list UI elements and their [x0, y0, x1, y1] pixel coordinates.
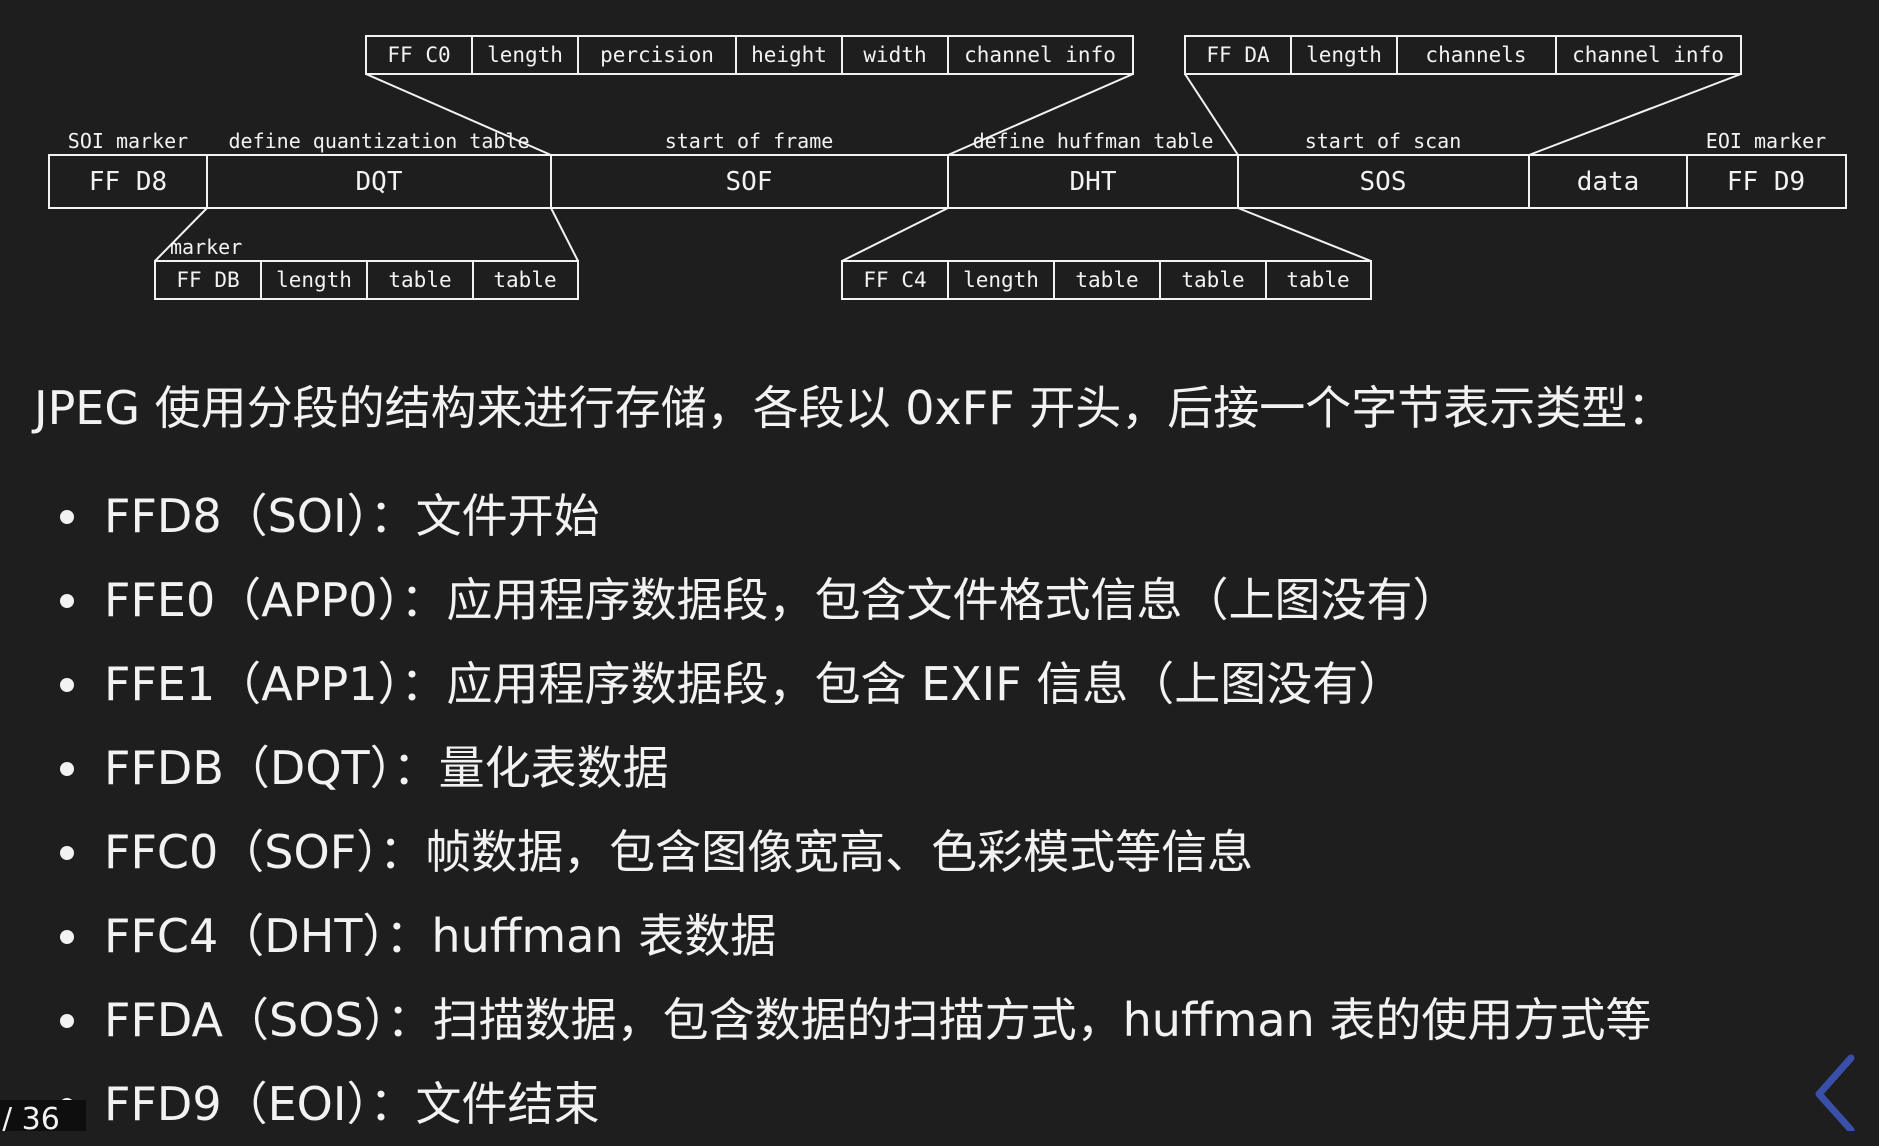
sof-field: percision: [600, 43, 714, 67]
bullet-icon: [60, 762, 74, 776]
bullet-icon: [60, 846, 74, 860]
list-item: FFDA（SOS）：扫描数据，包含数据的扫描方式，huffman 表的使用方式等: [0, 978, 1651, 1062]
segment-box-eoi: [1686, 154, 1847, 209]
intro-text: JPEG 使用分段的结构来进行存储，各段以 0xFF 开头，后接一个字节表示类型…: [34, 381, 1674, 435]
segment-dqt: DQT: [356, 167, 403, 197]
marker-text: FFE0（APP0）：应用程序数据段，包含文件格式信息（上图没有）: [104, 573, 1459, 627]
marker-text: FFD8（SOI）：文件开始: [104, 489, 600, 543]
marker-list: FFD8（SOI）：文件开始 FFE0（APP0）：应用程序数据段，包含文件格式…: [0, 474, 1651, 1146]
prev-slide-button[interactable]: [1789, 1050, 1859, 1134]
segment-dht: DHT: [1070, 167, 1117, 197]
dht-field-box: [1265, 260, 1372, 300]
page-counter: / 36: [0, 1100, 86, 1131]
sos-detail: FF DA length channels channel info: [1184, 35, 1742, 156]
sof-field: length: [487, 43, 563, 67]
marker-text: FFC4（DHT）：huffman 表数据: [104, 909, 777, 963]
dht-field: table: [1181, 268, 1244, 292]
sof-field: channel info: [964, 43, 1116, 67]
list-item: FFC4（DHT）：huffman 表数据: [0, 894, 1651, 978]
sof-field: width: [863, 43, 926, 67]
dht-field: FF C4: [863, 268, 926, 292]
list-item: FFE1（APP1）：应用程序数据段，包含 EXIF 信息（上图没有）: [0, 642, 1651, 726]
dqt-field-box: [472, 260, 579, 300]
segment-sos: SOS: [1360, 167, 1407, 197]
sos-field: channels: [1425, 43, 1526, 67]
list-item: FFDB（DQT）：量化表数据: [0, 726, 1651, 810]
sof-field: height: [751, 43, 827, 67]
chevron-left-icon: [1815, 1054, 1855, 1134]
list-item: FFC0（SOF）：帧数据，包含图像宽高、色彩模式等信息: [0, 810, 1651, 894]
segment-soi: FF D8: [89, 167, 167, 197]
caption-dht: define huffman table: [973, 129, 1214, 153]
sos-field: channel info: [1572, 43, 1724, 67]
segment-data: data: [1577, 167, 1640, 197]
marker-text: FFD9（EOI）：文件结束: [104, 1077, 600, 1131]
bullet-icon: [60, 510, 74, 524]
sof-connector: [947, 73, 1134, 156]
caption-soi: SOI marker: [68, 129, 188, 153]
sof-detail: FF C0 length percision height width chan…: [365, 35, 1134, 156]
marker-text: FFDA（SOS）：扫描数据，包含数据的扫描方式，huffman 表的使用方式等: [104, 993, 1652, 1047]
caption-sof: start of frame: [665, 129, 834, 153]
dqt-field: length: [276, 268, 352, 292]
bullet-icon: [60, 930, 74, 944]
dqt-field: table: [493, 268, 556, 292]
sof-connector: [365, 73, 552, 156]
dht-detail: FF C4 length table table table: [841, 207, 1372, 300]
sos-connector: [1184, 73, 1239, 156]
jpeg-structure-diagram: FF D8 DQT SOF DHT SOS data FF D9 SOI mar…: [48, 35, 1847, 300]
dqt-connector: [550, 207, 579, 262]
sof-field: FF C0: [387, 43, 450, 67]
dht-connector: [841, 207, 949, 262]
sos-field-box: [1555, 35, 1742, 75]
sof-field-box: [947, 35, 1134, 75]
dht-field: table: [1075, 268, 1138, 292]
marker-text: FFC0（SOF）：帧数据，包含图像宽高、色彩模式等信息: [104, 825, 1254, 879]
marker-text: FFDB（DQT）：量化表数据: [104, 741, 669, 795]
sos-field: FF DA: [1206, 43, 1270, 67]
segment-eoi: FF D9: [1727, 167, 1805, 197]
list-item: FFD9（EOI）：文件结束: [0, 1062, 1651, 1146]
bullet-icon: [60, 1014, 74, 1028]
dht-field: length: [963, 268, 1039, 292]
caption-eoi: EOI marker: [1706, 129, 1826, 153]
sos-connector: [1528, 73, 1742, 156]
marker-text: FFE1（APP1）：应用程序数据段，包含 EXIF 信息（上图没有）: [104, 657, 1405, 711]
dqt-detail: FF DB length table table marker: [154, 207, 579, 300]
sos-field: length: [1306, 43, 1382, 67]
caption-sos: start of scan: [1305, 129, 1462, 153]
segment-row: FF D8 DQT SOF DHT SOS data FF D9 SOI mar…: [48, 129, 1847, 209]
list-item: FFE0（APP0）：应用程序数据段，包含文件格式信息（上图没有）: [0, 558, 1651, 642]
dht-field: table: [1286, 268, 1349, 292]
dht-connector: [1237, 207, 1372, 262]
segment-sof: SOF: [726, 167, 773, 197]
bullet-icon: [60, 594, 74, 608]
dqt-field: FF DB: [176, 268, 239, 292]
caption-dqt: define quantization table: [228, 129, 529, 153]
bullet-icon: [60, 678, 74, 692]
dqt-field: table: [388, 268, 451, 292]
dqt-marker-caption: marker: [170, 235, 242, 259]
list-item: FFD8（SOI）：文件开始: [0, 474, 1651, 558]
dqt-connector: [154, 207, 208, 262]
